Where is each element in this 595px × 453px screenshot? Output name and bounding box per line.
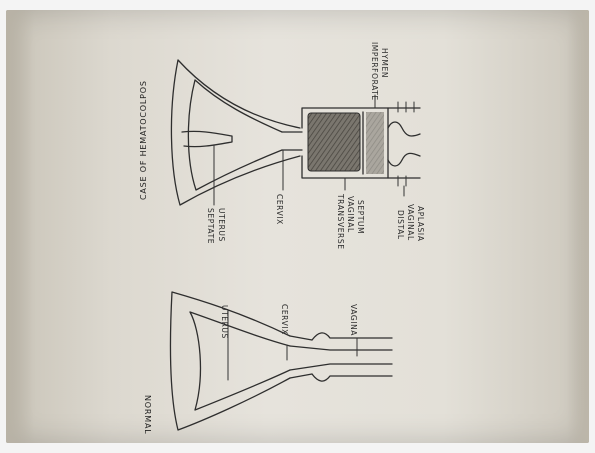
case-septate-label-2: UTERUS xyxy=(217,208,226,242)
case-distal-label-3: APLASIA xyxy=(416,206,425,242)
case-distal-label-2: VAGINAL xyxy=(406,204,415,241)
normal-cervix-label: CERVIX xyxy=(280,304,289,335)
case-distal-canal xyxy=(388,108,420,178)
case-uterus-outer xyxy=(171,60,300,205)
case-transverse-label-1: TRANSVERSE xyxy=(336,193,345,250)
normal-uterus-outer xyxy=(170,292,290,430)
case-cervix xyxy=(282,132,302,150)
normal-vagina xyxy=(290,333,392,381)
case-transverse-label-3: SEPTUM xyxy=(356,200,365,234)
case-transverse-label-2: VAGINAL xyxy=(346,196,355,233)
normal-uterus-inner xyxy=(190,312,290,410)
case-hymen-label-1: IMPERFORATE xyxy=(370,42,379,101)
hematocolpos-diagram xyxy=(171,60,420,205)
normal-title: NORMAL xyxy=(143,395,152,434)
hematocolpos-fill xyxy=(308,113,360,171)
case-septum xyxy=(182,131,232,146)
case-title: CASE OF HEMATOCOLPOS xyxy=(139,80,148,200)
case-hymen-label-2: HYMEN xyxy=(380,48,389,78)
case-septate-label-1: SEPTATE xyxy=(206,208,215,244)
case-distal-label-1: DISTAL xyxy=(396,210,405,240)
normal-uterus-label: UTERUS xyxy=(220,305,229,339)
normal-cervix-outer xyxy=(290,336,312,378)
transverse-septum-fill xyxy=(366,112,384,174)
imperforate-hymen-marks xyxy=(398,102,414,186)
case-cervix-label: CERVIX xyxy=(275,194,284,225)
normal-vagina-label: VAGINA xyxy=(349,304,358,336)
case-uterus-inner xyxy=(188,80,282,190)
